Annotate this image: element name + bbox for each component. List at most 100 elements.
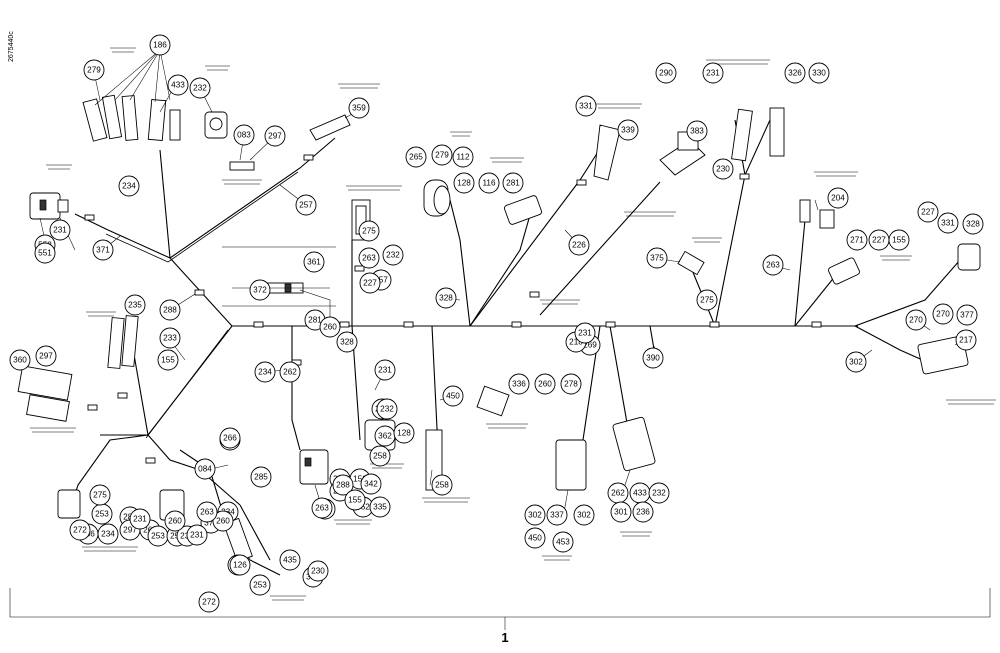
- balloon-circle: [646, 247, 668, 269]
- balloon-callout: 279: [83, 59, 105, 81]
- balloon-number: 342: [364, 480, 378, 489]
- balloon-number: 257: [299, 201, 313, 210]
- balloon-number: 126: [233, 561, 247, 570]
- balloon-circle: [264, 125, 286, 147]
- balloon-circle: [348, 97, 370, 119]
- balloon-callout: 342: [360, 473, 382, 495]
- balloon-callout: 227: [868, 229, 890, 251]
- balloon-callout: 260: [534, 373, 556, 395]
- balloon-callout: 232: [648, 482, 670, 504]
- balloon-number: 150: [353, 475, 367, 484]
- balloon-number: 331: [579, 102, 593, 111]
- balloon-callout: 301: [610, 501, 632, 523]
- balloon-number: 372: [253, 286, 267, 295]
- balloon-callout: 186: [149, 34, 171, 56]
- balloon-number: 266: [223, 434, 237, 443]
- balloon-number: 231: [706, 69, 720, 78]
- balloon-callout: 231: [702, 62, 724, 84]
- balloon-number: 453: [556, 538, 570, 547]
- balloon-number: 433: [171, 81, 185, 90]
- balloon-callout: 285: [250, 466, 272, 488]
- balloon-circle: [129, 508, 151, 530]
- balloon-circle: [92, 239, 114, 261]
- balloon-number: 235: [128, 301, 142, 310]
- balloon-callout: 253: [147, 525, 169, 547]
- balloon-callout: 270: [905, 309, 927, 331]
- balloon-number: 262: [283, 368, 297, 377]
- balloon-circle: [118, 175, 140, 197]
- balloon-number: 227: [872, 236, 886, 245]
- balloon-number: 390: [646, 354, 660, 363]
- balloon-circle: [452, 146, 474, 168]
- balloon-callout: 272: [69, 519, 91, 541]
- balloon-callout: 155: [888, 229, 910, 251]
- balloon-callout: 326: [784, 62, 806, 84]
- balloon-callout: 232: [376, 398, 398, 420]
- balloon-callout: 217: [955, 329, 977, 351]
- balloon-number: 433: [633, 489, 647, 498]
- balloon-number: 435: [283, 556, 297, 565]
- balloon-circle: [189, 77, 211, 99]
- balloon-circle: [83, 59, 105, 81]
- balloon-number: 450: [446, 392, 460, 401]
- balloon-circle: [648, 482, 670, 504]
- balloon-callout: 290: [655, 62, 677, 84]
- balloon-number: 253: [95, 510, 109, 519]
- balloon-callout: 331: [937, 212, 959, 234]
- balloon-callout: 258: [369, 445, 391, 467]
- balloon-callout: 155: [344, 489, 366, 511]
- balloon-number: 331: [941, 219, 955, 228]
- balloon-callout: 433: [629, 482, 651, 504]
- balloon-callout: 371: [92, 239, 114, 261]
- balloon-number: 275: [362, 227, 376, 236]
- balloon-callout: 263: [196, 501, 218, 523]
- balloon-number: 297: [123, 526, 137, 535]
- balloon-callout: 275: [696, 289, 718, 311]
- balloon-number: 260: [538, 380, 552, 389]
- balloon-circle: [359, 272, 381, 294]
- balloon-circle: [186, 524, 208, 546]
- balloon-callout: 204: [827, 187, 849, 209]
- balloon-callout: 279: [431, 144, 453, 166]
- balloon-circle: [617, 119, 639, 141]
- balloon-number: 272: [73, 526, 87, 535]
- balloon-callout: 257: [295, 194, 317, 216]
- balloon-callout: 232: [189, 77, 211, 99]
- balloon-callout: 232: [382, 244, 404, 266]
- balloon-number: 258: [373, 452, 387, 461]
- balloon-callout: 302: [524, 504, 546, 526]
- balloon-number: 263: [362, 254, 376, 263]
- balloon-callout: 231: [129, 508, 151, 530]
- balloon-number: 551: [38, 249, 52, 258]
- balloon-number: 450: [528, 534, 542, 543]
- balloon-number: 231: [53, 226, 67, 235]
- balloon-circle: [453, 172, 475, 194]
- balloon-circle: [307, 560, 329, 582]
- balloon-number: 263: [200, 508, 214, 517]
- balloon-callout: 330: [808, 62, 830, 84]
- balloon-circle: [955, 329, 977, 351]
- balloon-circle: [164, 510, 186, 532]
- balloon-callout: 278: [560, 373, 582, 395]
- balloon-callout: 262: [607, 482, 629, 504]
- assembly-bracket: [9, 588, 991, 630]
- balloon-callout: 275: [358, 220, 380, 242]
- balloon-callout: 450: [442, 385, 464, 407]
- balloon-circle: [295, 194, 317, 216]
- balloon-callout: 155: [157, 349, 179, 371]
- balloon-callout: 265: [405, 146, 427, 168]
- balloon-number: 270: [936, 310, 950, 319]
- balloon-circle: [369, 445, 391, 467]
- balloon-callout: 231: [374, 359, 396, 381]
- balloon-circle: [696, 289, 718, 311]
- balloon-circle: [846, 229, 868, 251]
- balloon-callout: 260: [164, 510, 186, 532]
- balloon-callout: 260: [319, 316, 341, 338]
- balloon-circle: [124, 294, 146, 316]
- balloon-callout: 302: [845, 351, 867, 373]
- balloon-callout: 083: [233, 124, 255, 146]
- balloon-circle: [393, 422, 415, 444]
- balloon-callouts: 1862794332323590832972342575525513713303…: [9, 34, 984, 613]
- balloon-number: 297: [39, 352, 53, 361]
- balloon-callout: 270: [932, 303, 954, 325]
